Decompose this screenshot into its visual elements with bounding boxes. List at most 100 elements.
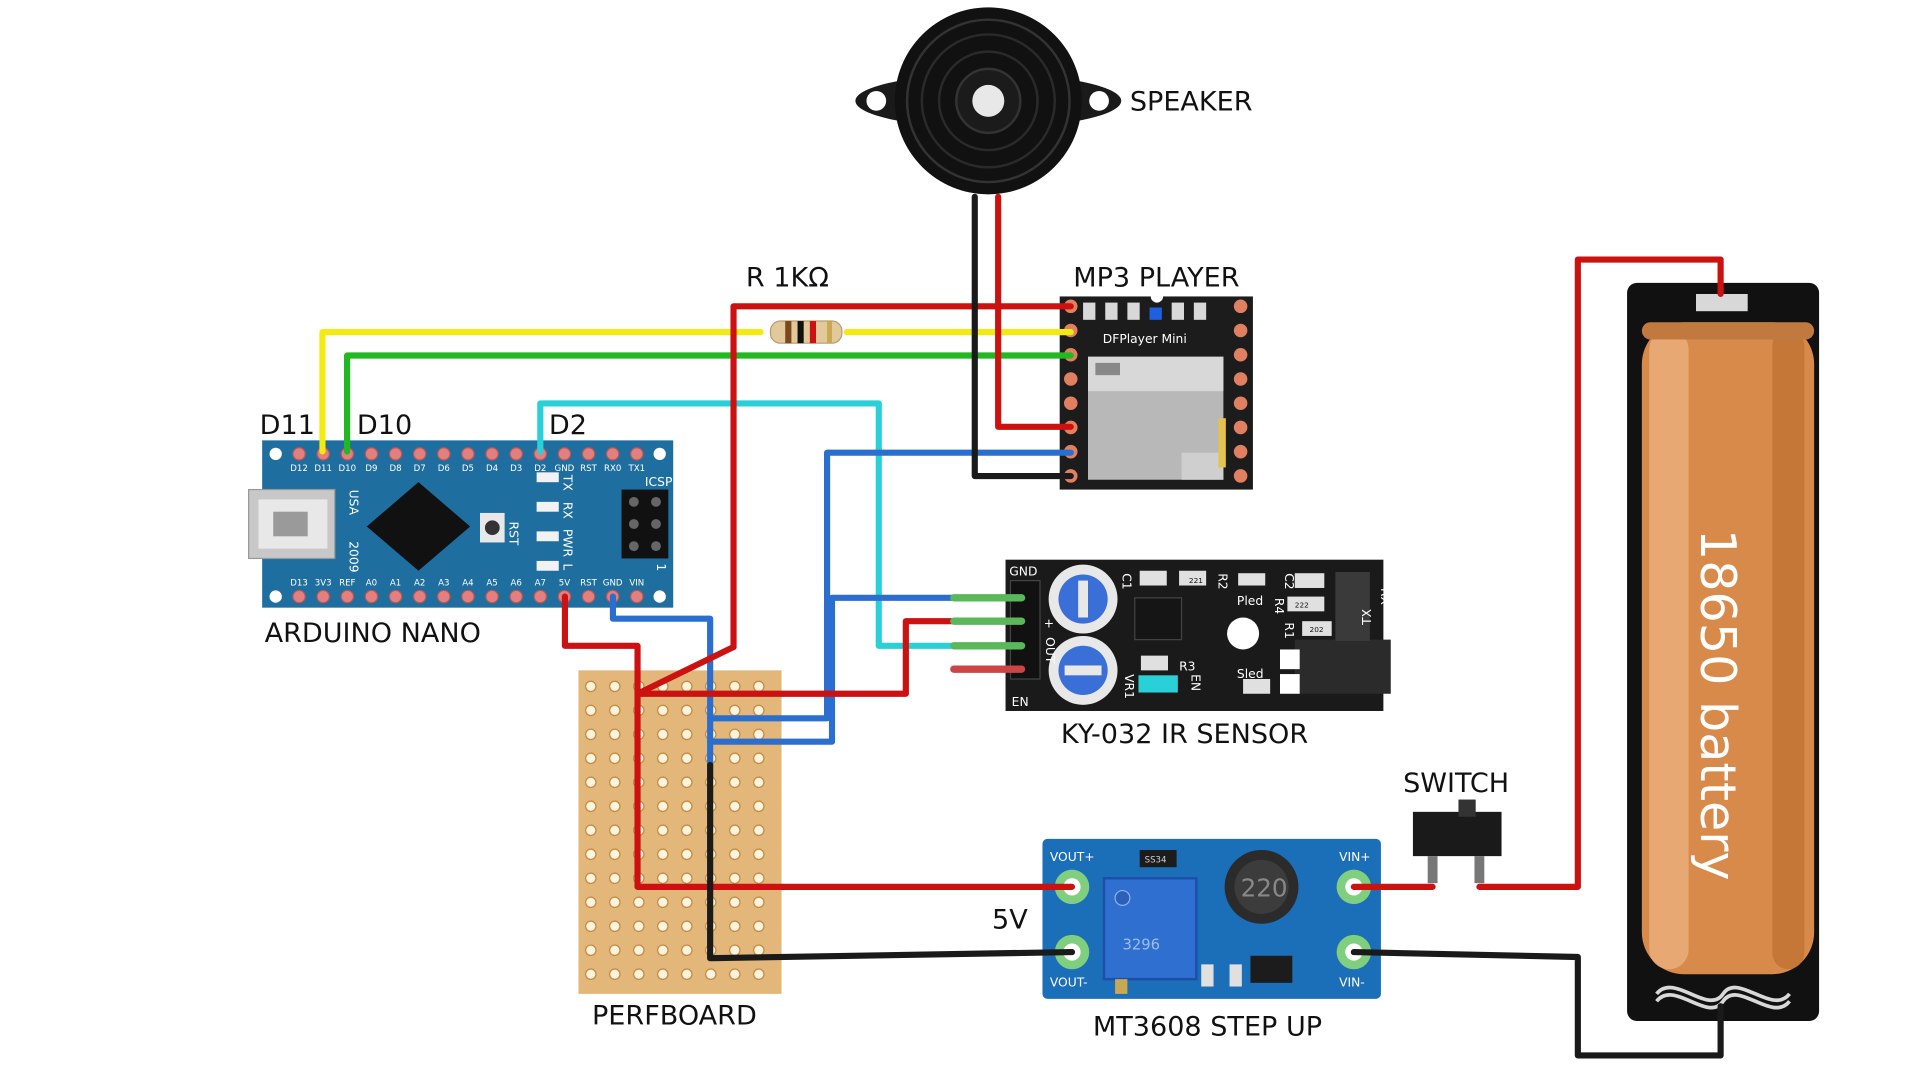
nano-bottom-pin xyxy=(461,589,475,604)
d11-label: D11 xyxy=(260,410,315,441)
nano-top-pin-label: D3 xyxy=(510,464,522,474)
perfboard-hole xyxy=(680,680,693,693)
five-volt-label: 5V xyxy=(992,905,1028,936)
nano-top-pin xyxy=(630,447,644,461)
nano-bottom-pin-label: A5 xyxy=(486,579,497,589)
ir-en2-text: EN xyxy=(1188,674,1202,691)
perfboard-hole xyxy=(608,800,621,813)
perfboard xyxy=(578,670,782,994)
nano-top-pin-label: RX0 xyxy=(604,464,621,474)
ir-vr1-text: VR1 xyxy=(1122,674,1136,699)
nano-bottom-pin-label: VIN xyxy=(629,579,644,589)
perfboard-hole xyxy=(752,944,765,957)
wire-blue-dfplayer-gnd xyxy=(707,449,1074,722)
perfboard-hole xyxy=(728,824,741,837)
ky032-ir-sensor: GND EN + OUT Pled Sled C1 C2 R2 R3 R4 R1… xyxy=(1005,559,1392,711)
nano-bottom-pin-label: A1 xyxy=(390,579,401,589)
nano-bottom-pin-label: A6 xyxy=(510,579,521,589)
nano-bottom-pin xyxy=(316,589,330,604)
perfboard-hole xyxy=(680,776,693,789)
nano-bottom-pin-label: REF xyxy=(339,579,355,589)
perfboard-hole xyxy=(584,680,597,693)
nano-bottom-pin-label: A4 xyxy=(462,579,473,589)
nano-bottom-pin-label: 5V xyxy=(559,579,570,589)
step-up-label: MT3608 STEP UP xyxy=(1093,1012,1322,1043)
perfboard-hole xyxy=(584,944,597,957)
nano-bottom-pin-label: A7 xyxy=(535,579,546,589)
nano-pwr-text: PWR xyxy=(561,529,575,558)
mt-inductor-text: 220 xyxy=(1241,874,1288,903)
perfboard-hole xyxy=(680,944,693,957)
wire-black-vout-minus xyxy=(707,762,1076,962)
nano-top-pin-label: RST xyxy=(580,464,597,474)
speaker xyxy=(855,7,1122,195)
ir-sled-text: Sled xyxy=(1237,667,1264,681)
perfboard-hole xyxy=(656,920,669,933)
nano-top-pin-label: D6 xyxy=(438,464,450,474)
perfboard-hole xyxy=(608,824,621,837)
perfboard-hole xyxy=(584,872,597,885)
perfboard-hole xyxy=(680,728,693,741)
nano-top-pin-label: D7 xyxy=(414,464,426,474)
perfboard-hole xyxy=(752,800,765,813)
ir-r3-text: R3 xyxy=(1179,659,1195,673)
perfboard-hole xyxy=(584,920,597,933)
ir-gnd-text: GND xyxy=(1009,565,1037,579)
nano-top-pin-label: D4 xyxy=(486,464,498,474)
nano-top-pin xyxy=(292,447,306,461)
slide-switch xyxy=(1412,799,1502,884)
perfboard-hole xyxy=(608,680,621,693)
perfboard-hole xyxy=(608,776,621,789)
perfboard-hole xyxy=(608,896,621,909)
nano-one-text: 1 xyxy=(654,563,668,571)
perfboard-hole xyxy=(704,968,717,980)
ir-res-221-text: 221 xyxy=(1189,576,1203,585)
perfboard-hole xyxy=(608,968,621,980)
battery-label: 18650 battery xyxy=(1689,529,1747,881)
dfplayer-right-pin xyxy=(1233,372,1248,386)
mt-diode-text: SS34 xyxy=(1145,855,1167,865)
perfboard-hole xyxy=(584,824,597,837)
nano-top-pin xyxy=(509,447,523,461)
perfboard-label: PERFBOARD xyxy=(592,1001,757,1032)
perfboard-hole xyxy=(608,848,621,861)
nano-top-pin xyxy=(388,447,403,461)
ir-res-222-text: 222 xyxy=(1295,601,1309,610)
perfboard-hole xyxy=(752,920,765,933)
dfplayer-right-pin xyxy=(1233,347,1248,362)
dfplayer-mini: DFPlayer Mini xyxy=(1059,290,1253,490)
perfboard-hole xyxy=(608,728,621,741)
perfboard-hole xyxy=(728,752,741,765)
wire-red-nano-5v xyxy=(561,593,1076,890)
nano-bottom-pin xyxy=(364,589,379,604)
nano-top-pin-label: D5 xyxy=(462,464,474,474)
nano-top-pin-label: GND xyxy=(555,464,575,474)
mt-vin-plus-text: VIN+ xyxy=(1339,850,1371,864)
perfboard-hole xyxy=(608,872,621,885)
perfboard-hole xyxy=(608,944,621,957)
perfboard-hole xyxy=(656,824,669,837)
mt-vin-minus-text: VIN- xyxy=(1339,976,1365,990)
switch-label: SWITCH xyxy=(1403,768,1509,799)
nano-icsp-text: ICSP xyxy=(645,475,672,489)
perfboard-hole xyxy=(656,728,669,741)
d10-label: D10 xyxy=(357,410,412,441)
mt-pot-text: 3296 xyxy=(1122,937,1160,954)
perfboard-hole xyxy=(656,752,669,765)
perfboard-hole xyxy=(632,896,645,909)
dfplayer-right-pin xyxy=(1233,323,1248,338)
nano-bottom-pin-label: GND xyxy=(603,579,623,589)
nano-bottom-pin xyxy=(412,589,427,604)
perfboard-hole xyxy=(680,920,693,933)
perfboard-hole xyxy=(632,944,645,957)
nano-year-text: 2009 xyxy=(347,541,361,572)
wire-black-battery-minus xyxy=(1350,948,1724,1059)
ir-tx-text: TX xyxy=(1360,608,1374,626)
perfboard-hole xyxy=(728,968,741,980)
perfboard-hole xyxy=(656,896,669,909)
perfboard-hole xyxy=(680,824,693,837)
mp3-player-label: MP3 PLAYER xyxy=(1073,263,1240,294)
dfplayer-right-pin xyxy=(1233,444,1248,459)
